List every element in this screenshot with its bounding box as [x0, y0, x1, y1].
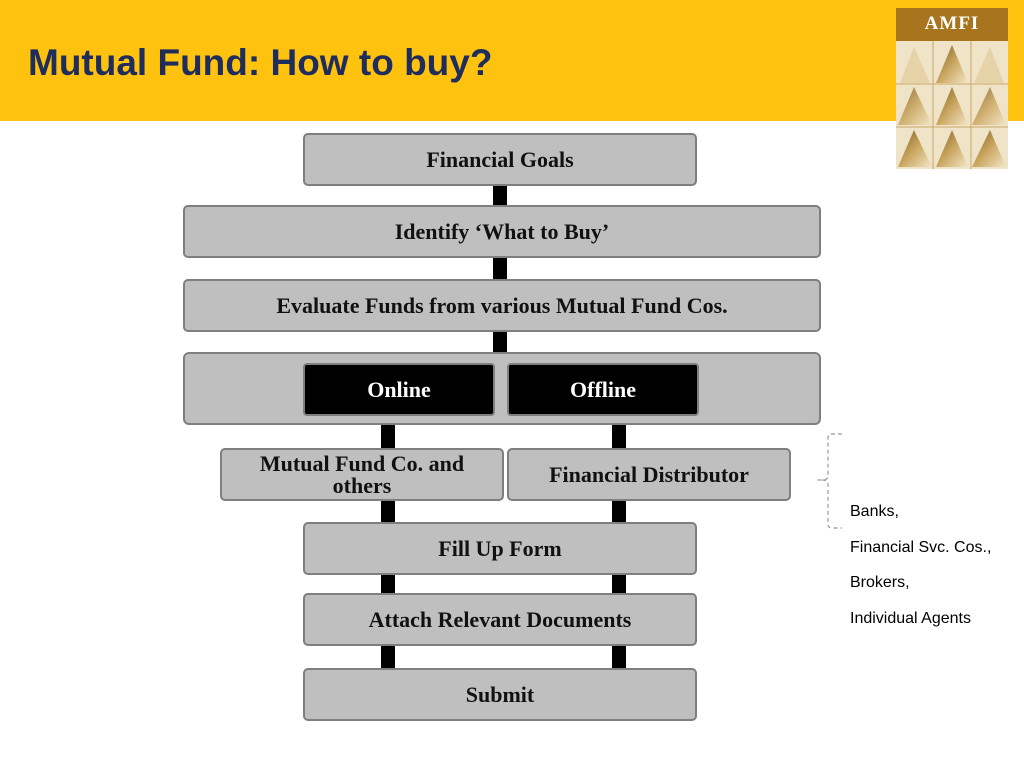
purchase-mode-container: [183, 352, 821, 425]
brace-bracket: [816, 433, 842, 529]
distributor-list: Banks, Financial Svc. Cos., Brokers, Ind…: [850, 500, 1020, 643]
distributor-item-banks: Banks,: [850, 503, 899, 520]
attach-documents-box: Attach Relevant Documents: [303, 593, 697, 646]
submit-box: Submit: [303, 668, 697, 721]
mutual-fund-co-box: Mutual Fund Co. and others: [220, 448, 504, 501]
evaluate-box: Evaluate Funds from various Mutual Fund …: [183, 279, 821, 332]
offline-box: Offline: [507, 363, 699, 416]
distributor-item-agents: Individual Agents: [850, 610, 971, 627]
connector-attach-submit-right: [612, 644, 626, 670]
connector-attach-submit-left: [381, 644, 395, 670]
amfi-logo: AMFI: [896, 8, 1008, 169]
slide-title: Mutual Fund: How to buy?: [28, 42, 493, 83]
distributor-item-brokers: Brokers,: [850, 574, 910, 591]
online-box: Online: [303, 363, 495, 416]
connector-identify-evaluate: [493, 256, 507, 280]
financial-goals-box: Financial Goals: [303, 133, 697, 186]
financial-distributor-box: Financial Distributor: [507, 448, 791, 501]
header-band: [0, 0, 1024, 121]
distributor-item-financial-svc: Financial Svc. Cos.,: [850, 539, 992, 556]
logo-bar: AMFI: [896, 8, 1008, 41]
pyramid-pattern-icon: [896, 41, 1008, 169]
connector-evaluate-mode: [493, 330, 507, 354]
connector-goals-identify: [493, 184, 507, 206]
identify-box: Identify ‘What to Buy’: [183, 205, 821, 258]
logo-text: AMFI: [924, 13, 980, 34]
fill-up-form-box: Fill Up Form: [303, 522, 697, 575]
